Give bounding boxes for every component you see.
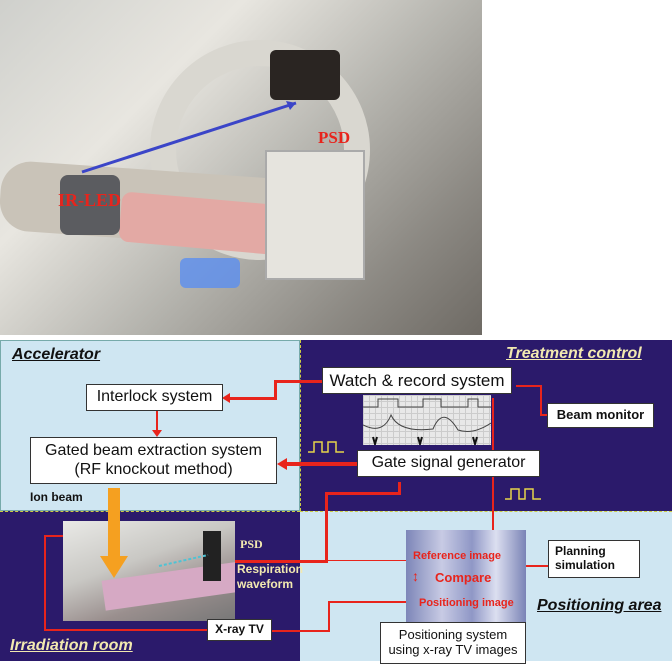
watch-record-system-box: Watch & record system: [322, 367, 512, 394]
positioning-line1: Positioning system: [398, 627, 508, 643]
positioning-line2: using x-ray TV images: [388, 642, 518, 657]
irradiation-room-label: Irradiation room: [10, 637, 133, 654]
positioning-system-box: Positioning system using x-ray TV images: [380, 622, 526, 664]
connector: [328, 601, 330, 632]
treatment-control-label: Treatment control: [506, 345, 642, 362]
arrowhead: [277, 458, 287, 470]
psd-label: PSD: [318, 128, 351, 147]
connector: [272, 630, 330, 632]
abdominal-belt: [60, 175, 120, 235]
planning-simulation-box: Planning simulation: [548, 540, 640, 578]
sight-line: [81, 101, 297, 174]
connector: [286, 462, 357, 466]
respiration-line2: waveform: [237, 577, 294, 591]
gate-signal-generator-box: Gate signal generator: [357, 450, 540, 477]
psd-camera: [203, 531, 221, 581]
connector: [492, 398, 494, 451]
reference-image-label: Reference image: [413, 550, 502, 562]
ir-led-label: IR-LED: [58, 190, 122, 210]
accelerator-label: Accelerator: [12, 346, 101, 363]
connector: [274, 380, 277, 399]
xray-image: Reference image Compare Positioning imag…: [406, 530, 526, 624]
respiration-waveform-chart: [362, 395, 492, 448]
compare-label: Compare: [435, 570, 492, 585]
connector: [228, 397, 277, 400]
interlock-system-box: Interlock system: [86, 384, 223, 411]
connector: [521, 565, 548, 567]
connector: [44, 629, 207, 631]
gate-pulse-icon: [308, 441, 344, 453]
connector: [398, 482, 401, 495]
respiration-line1: Respiration: [237, 562, 304, 576]
connector: [540, 414, 547, 416]
psd-mount: [265, 150, 365, 280]
ion-beam-arrow: [108, 488, 120, 558]
gate-pulse-icon: [505, 488, 541, 500]
ion-beam-arrowhead: [100, 556, 128, 578]
connector: [274, 380, 322, 383]
gated-beam-line1: Gated beam extraction system: [45, 442, 262, 460]
arrowhead: [152, 430, 162, 437]
respiration-waveform-label: Respiration waveform: [237, 562, 303, 592]
psd-label: PSD: [240, 537, 263, 551]
positioning-area-label: Positioning area: [537, 597, 662, 614]
xray-tv-box: X-ray TV: [207, 619, 272, 641]
gated-beam-extraction-box: Gated beam extraction system (RF knockou…: [30, 437, 277, 484]
connector: [215, 560, 328, 563]
connector: [44, 535, 46, 631]
irradiation-room-photo: [63, 521, 235, 621]
connector: [540, 385, 542, 415]
connector: [328, 601, 406, 603]
gated-beam-line2: (RF knockout method): [74, 460, 233, 478]
connector: [325, 492, 400, 495]
connector: [325, 492, 328, 562]
zone-accelerator: [0, 340, 300, 511]
ion-beam-label: Ion beam: [30, 490, 83, 504]
connector: [156, 410, 158, 432]
patient-setup-photo: PSD IR-LED: [0, 0, 482, 335]
connector: [44, 535, 66, 537]
connector: [516, 385, 542, 387]
arrowhead: [222, 393, 230, 403]
planning-line1: Planning: [555, 544, 606, 559]
psd-camera: [270, 50, 340, 100]
compare-arrow-icon: ↕: [412, 568, 419, 584]
beam-monitor-box: Beam monitor: [547, 403, 654, 428]
connector: [328, 560, 408, 561]
ir-led-light: [180, 258, 240, 288]
connector: [492, 476, 494, 532]
planning-line2: simulation: [555, 558, 616, 572]
positioning-image-label: Positioning image: [419, 597, 514, 609]
